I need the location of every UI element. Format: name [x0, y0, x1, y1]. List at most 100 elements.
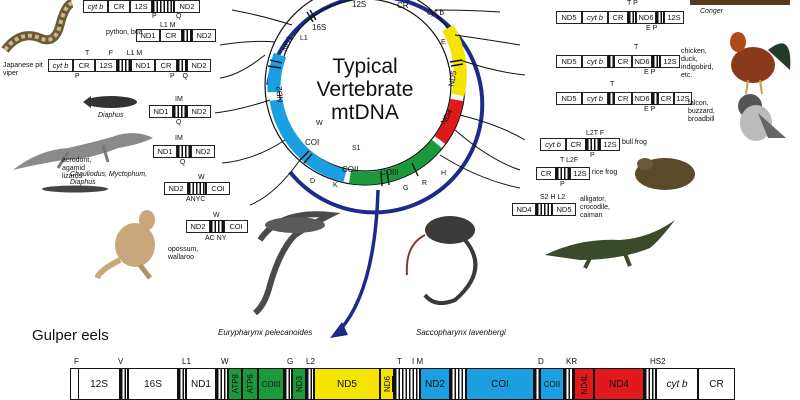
- gulper-trna-anyc: [450, 368, 466, 400]
- right-row3-trna2: [652, 92, 658, 105]
- right-row2-trna2: [652, 55, 660, 68]
- gulper-trna-w: [216, 368, 228, 400]
- gulper-gene-atp8: ATP8: [228, 368, 242, 400]
- gulper-tick-v: V: [118, 357, 124, 366]
- alligator-image: [545, 220, 675, 269]
- gulper-gene-12s: 12S: [78, 368, 120, 400]
- fish-image-2: [42, 185, 108, 193]
- left-row4-nd2: ND2: [187, 105, 211, 118]
- left-row4-nd1: ND1: [149, 105, 173, 118]
- left-row1-trna-p: P: [152, 13, 157, 20]
- gulper-arrow-head: [330, 322, 348, 338]
- falcon-image: [738, 94, 786, 141]
- left-row2-trna-top: L1 M: [160, 22, 176, 29]
- left-row4-trna: [173, 105, 187, 118]
- left-row5-trna-q: Q: [180, 159, 186, 166]
- eel-image-2: [405, 216, 478, 306]
- svg-text:G: G: [403, 185, 408, 192]
- left-row7-trna-top: W: [213, 212, 220, 219]
- ring-label-nd5: ND5: [447, 69, 459, 87]
- svg-text:D: D: [310, 178, 315, 185]
- right-row4-trna-bottom: P: [590, 152, 595, 159]
- right-row3-nd6: ND6: [632, 92, 652, 105]
- right-row2-12s: 12S: [660, 55, 680, 68]
- right-row1-cr: CR: [608, 11, 628, 24]
- left-row6-trna: [188, 182, 206, 195]
- left-row1-trna: [152, 0, 174, 13]
- right-taxon-alligator: alligator, crocodile, caiman: [580, 196, 610, 219]
- gulper-trna-tim: [394, 368, 420, 400]
- right-row6-nd5: ND5: [552, 203, 576, 216]
- left-row5-trna-top: IM: [175, 135, 183, 142]
- right-row3-nd5: ND5: [556, 92, 582, 105]
- right-row3-cr: CR: [614, 92, 632, 105]
- gulper-gene-nd4: ND4: [594, 368, 644, 400]
- gulper-tick-f: F: [74, 357, 79, 366]
- right-taxon-chicken: chicken, duck, indigobird, etc.: [681, 48, 714, 79]
- left-row4-trna-q: Q: [176, 119, 182, 126]
- left-row6-trna-top: W: [198, 174, 205, 181]
- left-row1-nd2: ND2: [174, 0, 200, 13]
- ring-label-cytb: cyt b: [427, 8, 444, 17]
- title-line-3: mtDNA: [331, 101, 399, 124]
- right-row5-12s: 12S: [570, 167, 590, 180]
- right-row4-cr: CR: [566, 138, 586, 151]
- ring-label-16s: 16S: [312, 23, 326, 32]
- right-row3-12s: 12S: [674, 92, 692, 105]
- left-taxon-diaphus: Diaphus: [98, 112, 124, 119]
- svg-text:E: E: [441, 39, 446, 46]
- right-taxon-bullfrog: bull frog: [622, 139, 647, 146]
- gulper-tick-t: T: [397, 357, 402, 366]
- left-taxon-chauliodus: Chauliodus, Myctophum, Diaphus: [70, 171, 148, 186]
- left-row6-nd2: ND2: [164, 182, 188, 195]
- left-row2-nd1: ND1: [136, 29, 160, 42]
- right-taxon-conger: Conger: [700, 8, 723, 15]
- gulper-gene-cr: CR: [698, 368, 735, 400]
- left-row3-cytb: cyt b: [48, 59, 73, 72]
- left-row4-trna-top: IM: [175, 96, 183, 103]
- right-row1-nd6: ND6: [636, 11, 656, 24]
- title-line-1: Typical: [332, 55, 398, 78]
- left-taxon-viper: Japanese pit viper: [3, 62, 43, 77]
- ring-seg-cyan: [269, 98, 347, 183]
- right-row4-12s: 12S: [600, 138, 620, 151]
- right-row1-trna: [628, 11, 636, 24]
- conger-image: [690, 0, 790, 5]
- right-row3-cytb: cyt b: [582, 92, 608, 105]
- ring-label-coii: COII: [342, 165, 358, 174]
- gulper-gene-nd1: ND1: [186, 368, 216, 400]
- right-row1-trna2: [656, 11, 664, 24]
- gulper-arrow: [338, 189, 380, 332]
- svg-text:R: R: [422, 180, 427, 187]
- gulper-tick-kr: KR: [566, 357, 578, 366]
- right-row2-nd6: ND6: [632, 55, 652, 68]
- right-row2-cr: CR: [614, 55, 632, 68]
- left-row3-cr: CR: [73, 59, 95, 72]
- left-row2-trna: [182, 29, 192, 42]
- right-taxon-ricefrog: rice frog: [592, 169, 618, 176]
- left-row7-nd2: ND2: [186, 220, 210, 233]
- gulper-gene-nd5: ND5: [314, 368, 380, 400]
- gulper-tick-im: I M: [412, 357, 424, 366]
- svg-text:W: W: [316, 120, 323, 127]
- center-title: Typical Vertebrate mtDNA: [310, 55, 420, 124]
- right-row2-trna-top: T: [634, 44, 639, 51]
- left-row2-nd2: ND2: [192, 29, 216, 42]
- ring-seg-nd4: [434, 98, 464, 144]
- rooster-image: [730, 32, 791, 95]
- gulper-gene-coi: COI: [466, 368, 534, 400]
- gulper-eels-title: Gulper eels: [32, 327, 109, 344]
- gulper-trna-g: [284, 368, 292, 400]
- gulper-gene-cytb: cyt b: [656, 368, 698, 400]
- right-row3-cr2: CR: [658, 92, 674, 105]
- ring-label-nd2: ND2: [275, 85, 285, 102]
- left-row3-trna2: [177, 59, 187, 72]
- right-row6-nd4: ND4: [512, 203, 536, 216]
- left-row5-nd2: ND2: [191, 145, 215, 158]
- right-row1-nd5: ND5: [556, 11, 582, 24]
- right-row2-trna: [608, 55, 614, 68]
- wallaroo-image: [95, 210, 155, 280]
- left-row3-trna: [117, 59, 131, 72]
- left-row3-nd1: ND1: [131, 59, 155, 72]
- eel-image-1: [253, 211, 341, 315]
